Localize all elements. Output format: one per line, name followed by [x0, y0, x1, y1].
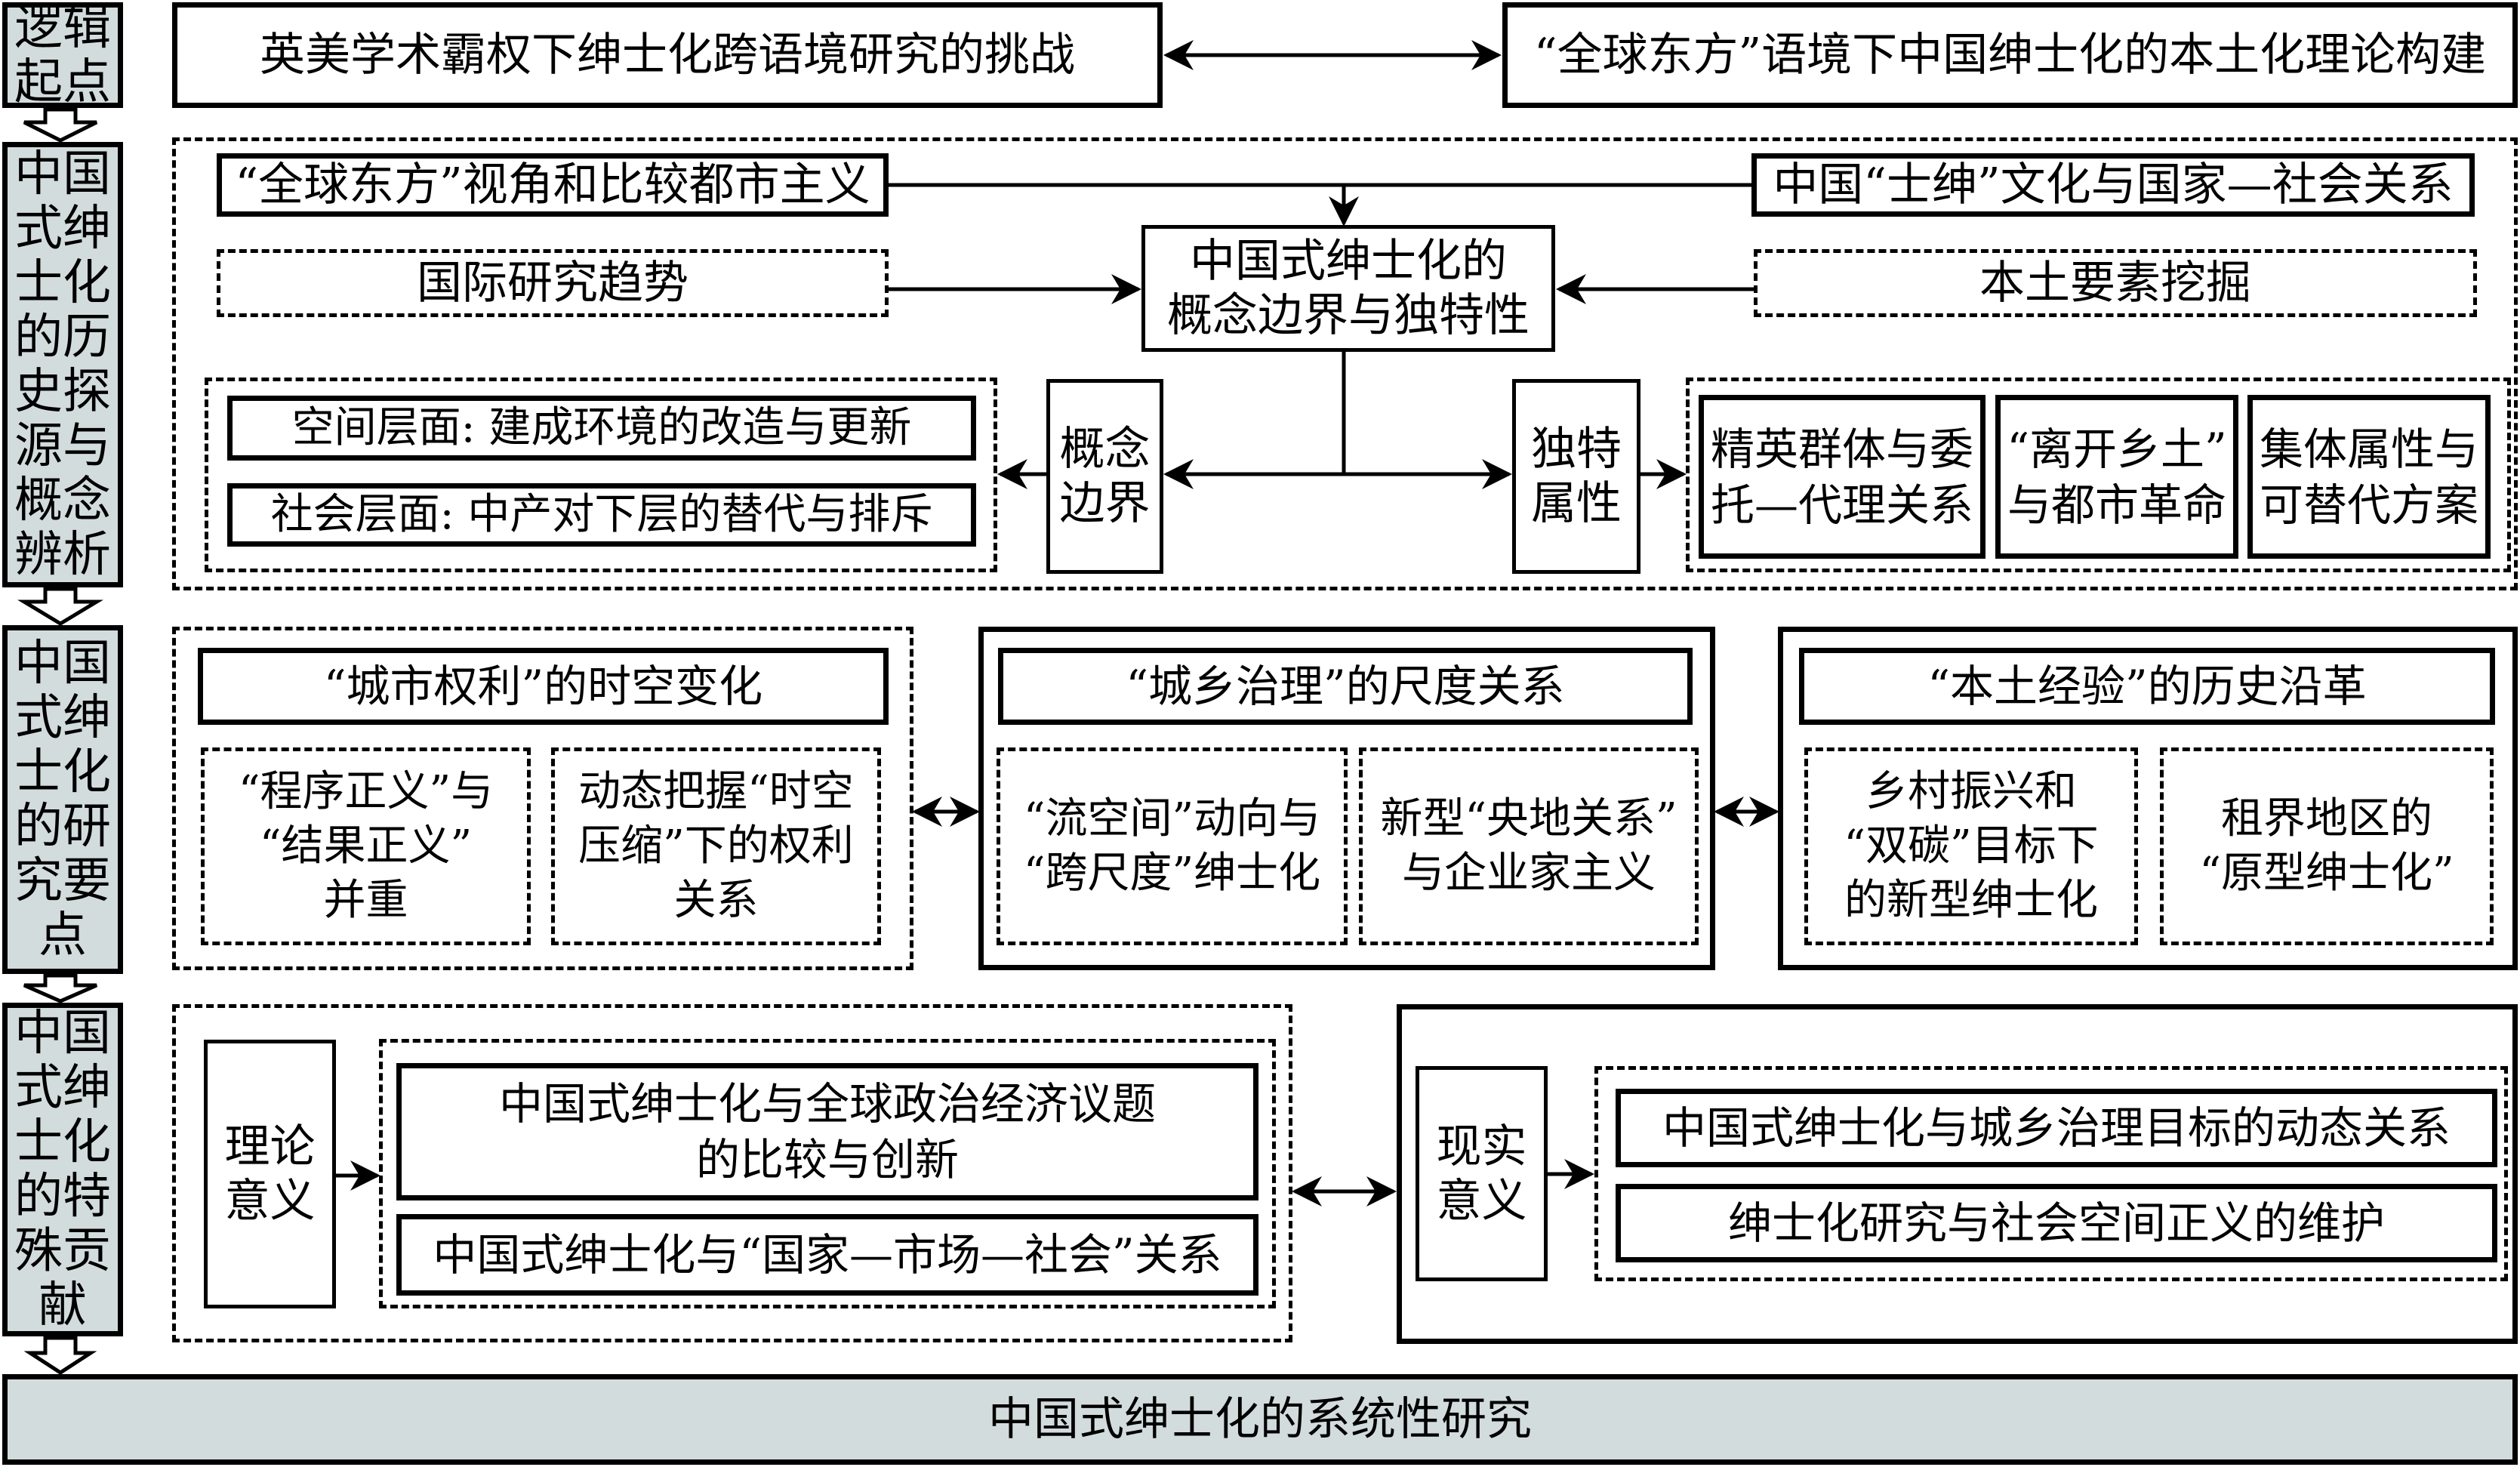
theory-items-group	[379, 1039, 1276, 1308]
theory-item: 中国式绅士化与“国家—市场—社会”关系	[396, 1214, 1258, 1296]
gentry-culture-box: 中国“士绅”文化与国家—社会关系	[1751, 153, 2475, 217]
stage-contribution: 中国式绅士化的特殊贡献	[2, 1003, 123, 1336]
research-item-text: “程序正义”与 “结果正义” 并重	[238, 767, 494, 925]
concept-boundary-box: 概念 边界	[1046, 379, 1163, 574]
stage-logic-start: 逻辑起点	[2, 0, 123, 110]
research-title-text: “城市权利”的时空变化	[323, 661, 763, 712]
boundary-group	[205, 378, 997, 572]
research-item-text: 动态把握“时空 压缩”下的权利 关系	[578, 767, 854, 925]
concept-center-box: 中国式绅士化的 概念边界与独特性	[1141, 225, 1555, 352]
research-item: 租界地区的 “原型绅士化”	[2160, 747, 2494, 945]
stage-research: 中国式绅士化的研究要点	[2, 625, 123, 974]
theory-item-text: 中国式绅士化与“国家—市场—社会”关系	[433, 1229, 1222, 1281]
attribute-group	[1686, 378, 2511, 572]
intl-trend-box: 国际研究趋势	[217, 249, 889, 317]
practice-label-text: 现实 意义	[1436, 1120, 1527, 1228]
systematic-research-text: 中国式绅士化的系统性研究	[988, 1393, 1532, 1446]
research-title-local-experience: “本土经验”的历史沿革	[1799, 648, 2495, 725]
theory-section-frame	[172, 1004, 1292, 1342]
attr-item-text: “离开乡土” 与都市革命	[2007, 423, 2227, 531]
stage-label: 中国式绅士化的特殊贡献	[14, 1006, 111, 1333]
attr-item-leave-land: “离开乡土” 与都市革命	[1995, 395, 2238, 559]
research-item-text: “流空间”动向与 “跨尺度”绅士化	[1023, 794, 1321, 898]
practice-label-box: 现实 意义	[1416, 1066, 1548, 1281]
attr-item-text: 精英群体与委 托—代理关系	[1710, 423, 1973, 531]
practice-item: 中国式绅士化与城乡治理目标的动态关系	[1616, 1089, 2497, 1167]
research-item-text: 租界地区的 “原型绅士化”	[2199, 794, 2454, 898]
boundary-item-social: 社会层面: 中产对下层的替代与排斥	[227, 483, 976, 547]
attr-item-text: 集体属性与 可替代方案	[2259, 423, 2478, 531]
research-item-text: 乡村振兴和 “双碳”目标下 的新型绅士化	[1844, 767, 2099, 925]
practice-items-group	[1594, 1066, 2508, 1281]
localization-text: “全球东方”语境下中国绅士化的本土化理论构建	[1533, 29, 2487, 82]
research-title-text: “城乡治理”的尺度关系	[1126, 661, 1565, 712]
global-east-box: “全球东方”视角和比较都市主义	[217, 153, 889, 217]
intl-trend-text: 国际研究趋势	[417, 257, 689, 310]
research-title-governance: “城乡治理”的尺度关系	[998, 648, 1693, 725]
research-title-text: “本土经验”的历史沿革	[1927, 661, 2367, 712]
stage-label: 中国式绅士化的研究要点	[14, 636, 111, 963]
stage-label: 逻辑起点	[14, 0, 111, 110]
research-item: “程序正义”与 “结果正义” 并重	[201, 747, 531, 945]
gentry-culture-text: 中国“士绅”文化与国家—社会关系	[1773, 159, 2454, 211]
local-factor-text: 本土要素挖掘	[1979, 257, 2251, 310]
theory-label-text: 理论 意义	[224, 1120, 316, 1228]
boundary-item-spatial: 空间层面: 建成环境的改造与更新	[227, 396, 976, 461]
challenge-box: 英美学术霸权下绅士化跨语境研究的挑战	[172, 2, 1163, 108]
theory-item-text: 中国式绅士化与全球政治经济议题 的比较与创新	[498, 1078, 1156, 1185]
global-east-text: “全球东方”视角和比较都市主义	[235, 159, 870, 211]
research-item: 乡村振兴和 “双碳”目标下 的新型绅士化	[1804, 747, 2138, 945]
concept-center-text: 中国式绅士化的 概念边界与独特性	[1167, 235, 1530, 342]
practice-item: 绅士化研究与社会空间正义的维护	[1616, 1184, 2497, 1262]
research-item: 动态把握“时空 压缩”下的权利 关系	[551, 747, 881, 945]
stage-label: 中国式绅士化的历史探源与概念辨析	[14, 146, 111, 583]
local-factor-box: 本土要素挖掘	[1754, 249, 2477, 317]
practice-item-text: 中国式绅士化与城乡治理目标的动态关系	[1662, 1102, 2451, 1154]
boundary-item-text: 空间层面: 建成环境的改造与更新	[291, 403, 912, 452]
stage-arrow-icon	[23, 107, 98, 143]
research-item: “流空间”动向与 “跨尺度”绅士化	[997, 747, 1348, 945]
unique-attr-text: 独特 属性	[1531, 423, 1622, 530]
history-section-frame	[172, 137, 2518, 590]
attr-item-elite: 精英群体与委 托—代理关系	[1699, 395, 1986, 559]
localization-box: “全球东方”语境下中国绅士化的本土化理论构建	[1502, 2, 2518, 108]
challenge-text: 英美学术霸权下绅士化跨语境研究的挑战	[260, 29, 1075, 82]
research-item: 新型“央地关系” 与企业家主义	[1359, 747, 1699, 945]
unique-attr-box: 独特 属性	[1512, 379, 1640, 574]
theory-label-box: 理论 意义	[204, 1040, 336, 1308]
systematic-research-bar: 中国式绅士化的系统性研究	[2, 1374, 2518, 1465]
theory-item: 中国式绅士化与全球政治经济议题 的比较与创新	[396, 1063, 1258, 1200]
boundary-item-text: 社会层面: 中产对下层的替代与排斥	[270, 490, 933, 539]
practice-item-text: 绅士化研究与社会空间正义的维护	[1727, 1197, 2385, 1249]
research-item-text: 新型“央地关系” 与企业家主义	[1380, 794, 1677, 898]
stage-arrow-icon	[23, 1336, 97, 1375]
attr-item-collective: 集体属性与 可替代方案	[2247, 395, 2491, 559]
stage-arrow-icon	[17, 587, 103, 626]
stage-history: 中国式绅士化的历史探源与概念辨析	[2, 142, 123, 587]
research-block-rights	[172, 627, 913, 970]
concept-boundary-text: 概念 边界	[1059, 423, 1151, 530]
research-title-rights: “城市权利”的时空变化	[198, 648, 889, 725]
stage-arrow-icon	[23, 973, 98, 1003]
